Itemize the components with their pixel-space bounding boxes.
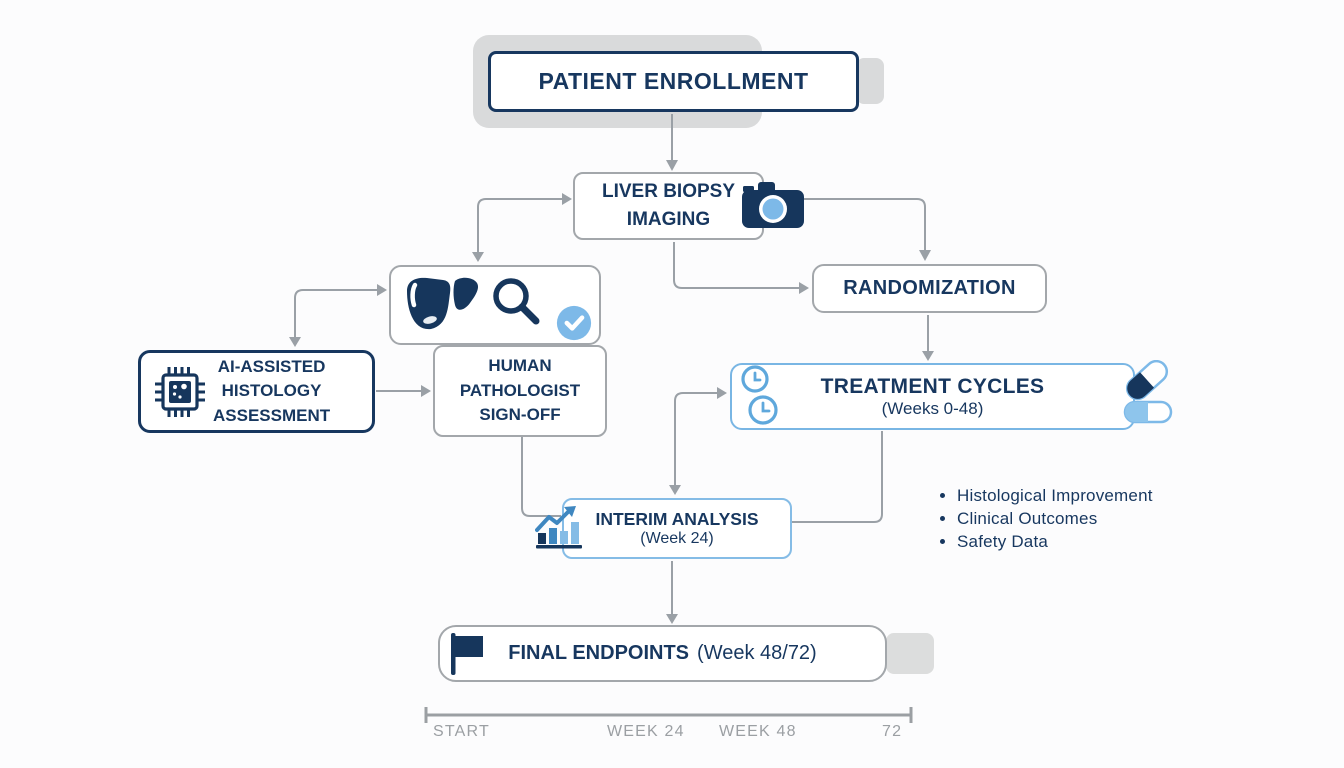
randomization-node: RANDOMIZATION [812, 264, 1047, 313]
ai-histology-line3: ASSESSMENT [213, 405, 331, 425]
ai-chip-icon [155, 367, 205, 417]
magnifier-icon [493, 278, 540, 325]
enrollment-side-tab [856, 58, 884, 104]
outcomes-list: Histological Improvement Clinical Outcom… [935, 484, 1153, 553]
liver-biopsy-imaging-node: LIVER BIOPSY IMAGING [573, 172, 764, 240]
liver-biopsy-line1: LIVER BIOPSY [601, 181, 736, 203]
timeline-label-week24: WEEK 24 [607, 723, 685, 740]
outcome-item: Histological Improvement [957, 484, 1153, 507]
treatment-cycles-title: TREATMENT CYCLES [820, 374, 1045, 398]
liver-biopsy-line2: IMAGING [626, 209, 711, 230]
ai-histology-line2: HISTOLOGY [221, 381, 322, 401]
interim-analysis-subtitle: (Week 24) [640, 530, 714, 547]
endpoints-side-tab [886, 633, 934, 674]
flag-icon [451, 633, 483, 675]
treatment-cycles-subtitle: (Weeks 0-48) [881, 398, 984, 418]
pathologist-line2: PATHOLOGIST [459, 380, 581, 400]
patient-enrollment-node: PATIENT ENROLLMENT [488, 51, 859, 112]
final-endpoints-subtitle: (Week 48/72) [697, 642, 817, 664]
timeline-axis [424, 707, 913, 723]
randomization-label: RANDOMIZATION [843, 277, 1016, 299]
interim-analysis-node: INTERIM ANALYSIS (Week 24) [562, 498, 792, 559]
pathologist-line1: HUMAN [488, 356, 552, 376]
liver-icon [407, 277, 479, 330]
final-endpoints-node: FINAL ENDPOINTS (Week 48/72) [438, 625, 887, 682]
pill-icon [1123, 360, 1173, 424]
timeline-label-week48: WEEK 48 [719, 723, 797, 740]
interim-analysis-title: INTERIM ANALYSIS [595, 509, 759, 529]
outcome-item: Safety Data [957, 530, 1153, 553]
check-circle-icon [556, 305, 592, 341]
outcome-item: Clinical Outcomes [957, 507, 1153, 530]
pathologist-line3: SIGN-OFF [479, 405, 561, 425]
ai-histology-line1: AI-ASSISTED [217, 356, 326, 376]
patient-enrollment-label: PATIENT ENROLLMENT [538, 68, 809, 94]
bar-chart-icon [535, 506, 582, 549]
treatment-cycles-node: TREATMENT CYCLES (Weeks 0-48) [730, 363, 1135, 430]
timeline-label-72: 72 [882, 723, 903, 740]
human-pathologist-node: HUMAN PATHOLOGIST SIGN-OFF [433, 345, 607, 437]
timeline-label-start: START [433, 723, 490, 740]
camera-icon [742, 182, 804, 228]
clock-icon [741, 365, 778, 425]
final-endpoints-title: FINAL ENDPOINTS [508, 642, 690, 664]
